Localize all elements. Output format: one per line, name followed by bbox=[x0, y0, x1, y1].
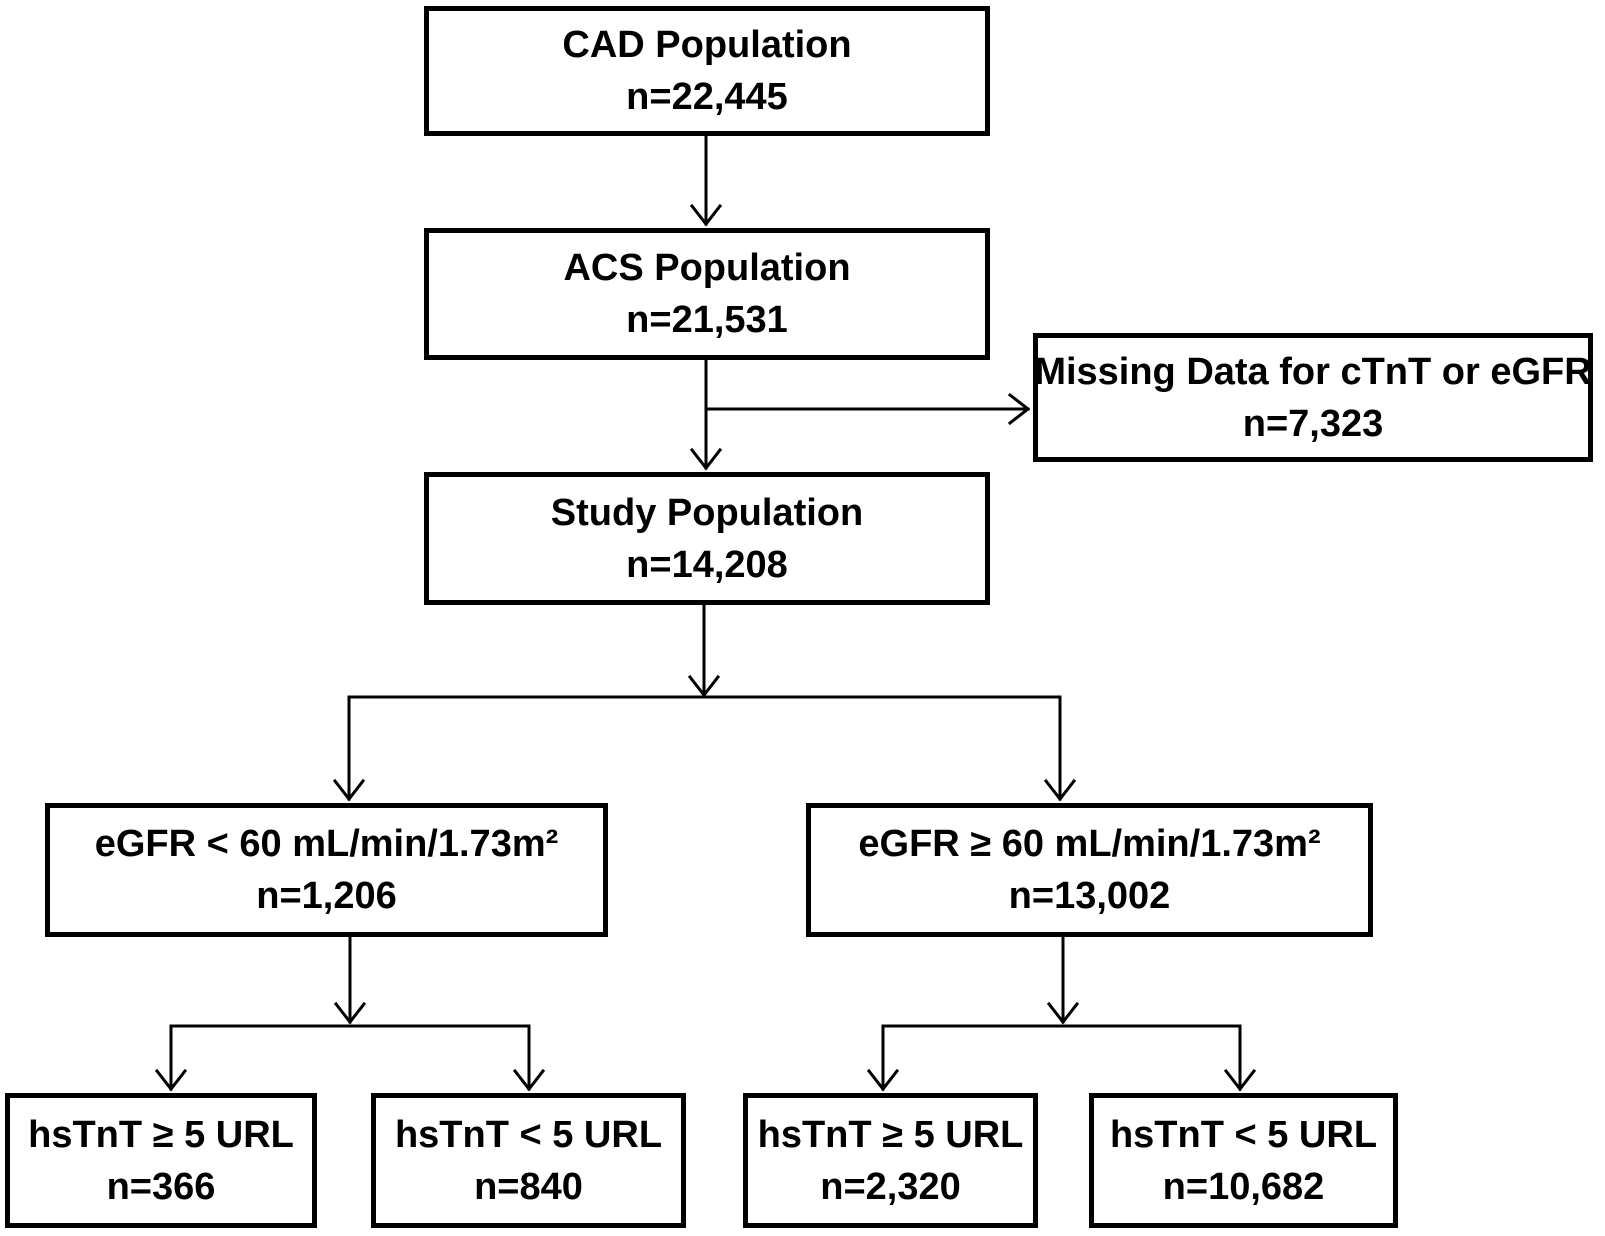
node-count: n=14,208 bbox=[626, 543, 788, 586]
node-count: n=2,320 bbox=[820, 1165, 961, 1208]
node-egfr-at-least-60: eGFR ≥ 60 mL/min/1.73m² n=13,002 bbox=[806, 803, 1373, 937]
node-label: Missing Data for cTnT or eGFR bbox=[1034, 350, 1592, 393]
node-label: hsTnT < 5 URL bbox=[394, 1113, 663, 1156]
arrow-to-high-tnt-high bbox=[866, 1024, 900, 1092]
arrow-egfr-high-to-split bbox=[1046, 935, 1080, 1025]
node-egfr-below-60: eGFR < 60 mL/min/1.73m² n=1,206 bbox=[45, 803, 608, 937]
node-count: n=10,682 bbox=[1162, 1165, 1325, 1208]
node-label: eGFR ≥ 60 mL/min/1.73m² bbox=[858, 823, 1321, 865]
arrow-split-to-egfr-low bbox=[332, 695, 366, 802]
node-count: n=1,206 bbox=[256, 875, 397, 917]
node-label: hsTnT < 5 URL bbox=[1109, 1113, 1378, 1156]
arrow-split-to-egfr-high bbox=[1043, 695, 1077, 802]
arrow-study-to-split bbox=[687, 603, 721, 698]
arrow-to-high-tnt-low bbox=[1223, 1024, 1257, 1092]
node-label: eGFR < 60 mL/min/1.73m² bbox=[94, 823, 559, 865]
arrow-cad-to-acs bbox=[689, 134, 723, 227]
arrow-acs-to-missing bbox=[704, 392, 1031, 426]
node-label: Study Population bbox=[550, 491, 864, 534]
node-egfr-high-hstnt-high: hsTnT ≥ 5 URL n=2,320 bbox=[743, 1093, 1038, 1228]
node-count: n=22,445 bbox=[626, 76, 788, 118]
node-count: n=13,002 bbox=[1008, 875, 1171, 917]
node-missing-data: Missing Data for cTnT or eGFR n=7,323 bbox=[1033, 333, 1593, 462]
node-egfr-high-hstnt-low: hsTnT < 5 URL n=10,682 bbox=[1089, 1093, 1398, 1228]
node-count: n=840 bbox=[474, 1165, 583, 1208]
node-count: n=7,323 bbox=[1242, 402, 1384, 445]
node-egfr-low-hstnt-high: hsTnT ≥ 5 URL n=366 bbox=[5, 1093, 317, 1228]
node-egfr-low-hstnt-low: hsTnT < 5 URL n=840 bbox=[371, 1093, 686, 1228]
arrow-to-low-tnt-low bbox=[512, 1024, 546, 1092]
arrow-egfr-low-to-split bbox=[333, 935, 367, 1025]
node-cad-population: CAD Population n=22,445 bbox=[424, 6, 990, 136]
node-label: hsTnT ≥ 5 URL bbox=[28, 1113, 294, 1156]
node-count: n=21,531 bbox=[626, 299, 788, 341]
node-study-population: Study Population n=14,208 bbox=[424, 472, 990, 605]
node-label: ACS Population bbox=[563, 247, 851, 289]
node-count: n=366 bbox=[106, 1165, 216, 1208]
node-acs-population: ACS Population n=21,531 bbox=[424, 228, 990, 360]
node-label: hsTnT ≥ 5 URL bbox=[757, 1113, 1024, 1156]
arrow-acs-to-study bbox=[689, 358, 723, 471]
node-label: CAD Population bbox=[562, 24, 852, 66]
arrow-to-low-tnt-high bbox=[154, 1024, 188, 1092]
